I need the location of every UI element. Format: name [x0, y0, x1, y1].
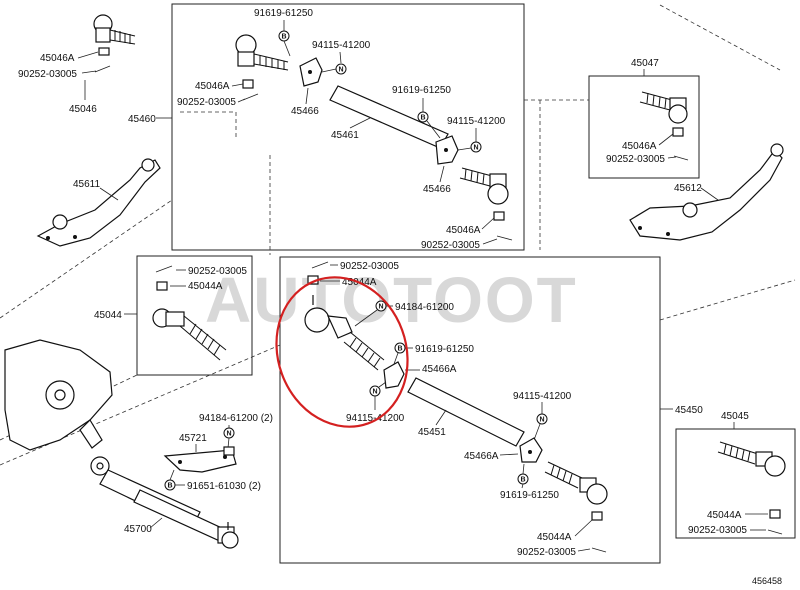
- label-91619-mid2: 91619-61250: [500, 490, 559, 501]
- box-45044: [136, 255, 253, 376]
- badge-b-top-text: B: [282, 34, 287, 41]
- part-45045-tie-rod-end: [717, 441, 786, 535]
- label-90252-box: 90252-03005: [177, 97, 236, 108]
- figure-id: 456458: [752, 576, 782, 586]
- part-45047-tie-rod-end: [639, 91, 689, 161]
- part-45466a-clamp-mid2: [519, 437, 543, 463]
- badge-n-box2-text: N: [474, 145, 479, 152]
- part-45450-tie-rod-end-right: [544, 461, 608, 553]
- part-45466-clamp-left: [299, 57, 323, 87]
- label-94115-mid: 94115-41200: [346, 413, 405, 424]
- label-45466-box1: 45466: [291, 106, 319, 117]
- label-94184-mid: 94184-61200: [395, 302, 454, 313]
- label-90252-top-left: 90252-03005: [18, 69, 77, 80]
- badge-n-top-text: N: [339, 67, 344, 74]
- badge-b-box2: [417, 111, 429, 123]
- label-90252-bot: 90252-03005: [517, 547, 576, 558]
- label-90252-mid: 90252-03005: [340, 261, 399, 272]
- label-45461: 45461: [331, 130, 359, 141]
- badge-b-box2-text: B: [421, 115, 426, 122]
- label-45451: 45451: [418, 427, 446, 438]
- badge-n-mid3-text: N: [540, 417, 545, 424]
- label-45466-box2: 45466: [423, 184, 451, 195]
- label-45612: 45612: [674, 183, 702, 194]
- label-45046a-box: 45046A: [195, 81, 230, 92]
- part-45046-top-left: [93, 14, 136, 73]
- label-45044: 45044: [94, 310, 122, 321]
- badge-n-mid3: [536, 413, 548, 425]
- part-45466a-clamp-mid: [383, 361, 405, 389]
- label-91619-mid: 91619-61250: [415, 344, 474, 355]
- label-94115-mid2: 94115-41200: [513, 391, 572, 402]
- label-45046a-box3: 45046A: [446, 225, 481, 236]
- part-45721-bracket: [163, 446, 237, 473]
- badge-b-mid2-text: B: [521, 477, 526, 484]
- label-90252-right2: 90252-03005: [688, 525, 747, 536]
- part-45461-tube: [329, 85, 449, 149]
- highlight-circle: [275, 276, 409, 428]
- box-45045: [675, 428, 796, 539]
- label-45466a-mid2: 45466A: [464, 451, 499, 462]
- label-45046-top-left: 45046: [69, 104, 97, 115]
- label-45700: 45700: [124, 524, 152, 535]
- label-45466a-mid: 45466A: [422, 364, 457, 375]
- label-94115-box2: 94115-41200: [447, 116, 506, 127]
- label-45047: 45047: [631, 58, 659, 69]
- part-45611-arm: [36, 158, 161, 247]
- label-91619-top: 91619-61250: [254, 8, 313, 19]
- label-45044a-left: 45044A: [188, 281, 223, 292]
- part-steering-gearbox: [4, 339, 113, 451]
- label-91619-box2: 91619-61250: [392, 85, 451, 96]
- part-45700-damper: [90, 456, 239, 549]
- label-45046a-top-left: 45046A: [40, 53, 75, 64]
- part-45044-tie-rod-end: [152, 265, 227, 361]
- label-45450: 45450: [675, 405, 703, 416]
- badge-n-mid2-text: N: [373, 389, 378, 396]
- label-45611: 45611: [73, 179, 101, 190]
- badge-n-box2: [470, 141, 482, 153]
- part-tie-rod-end-box-right: [459, 167, 513, 241]
- badge-b-mid-text: B: [398, 346, 403, 353]
- label-45721: 45721: [179, 433, 207, 444]
- label-90252-left2: 90252-03005: [188, 266, 247, 277]
- label-45044a-bot: 45044A: [537, 532, 572, 543]
- part-45451-tube: [407, 377, 525, 447]
- part-45612-arm: [629, 143, 784, 241]
- badge-n-mid1-text: N: [379, 304, 384, 311]
- box-45450: [279, 256, 661, 564]
- label-45045: 45045: [721, 411, 749, 422]
- badge-b-left-text: B: [168, 483, 173, 490]
- label-45044a-right: 45044A: [707, 510, 742, 521]
- badge-n-left-text: N: [227, 431, 232, 438]
- label-94115-top: 94115-41200: [312, 40, 371, 51]
- label-91651: 91651-61030 (2): [187, 481, 261, 492]
- part-45450-tie-rod-end-left: [304, 261, 385, 371]
- box-45460: [171, 3, 525, 251]
- label-90252-right: 90252-03005: [606, 154, 665, 165]
- label-90252-box3: 90252-03005: [421, 240, 480, 251]
- label-45460: 45460: [128, 114, 156, 125]
- label-94184-left: 94184-61200 (2): [199, 413, 273, 424]
- part-tie-rod-end-box-left: [235, 34, 289, 101]
- part-45466-clamp-right: [435, 135, 459, 165]
- watermark-text: AUTOTOOT: [205, 264, 578, 336]
- label-45046a-right: 45046A: [622, 141, 657, 152]
